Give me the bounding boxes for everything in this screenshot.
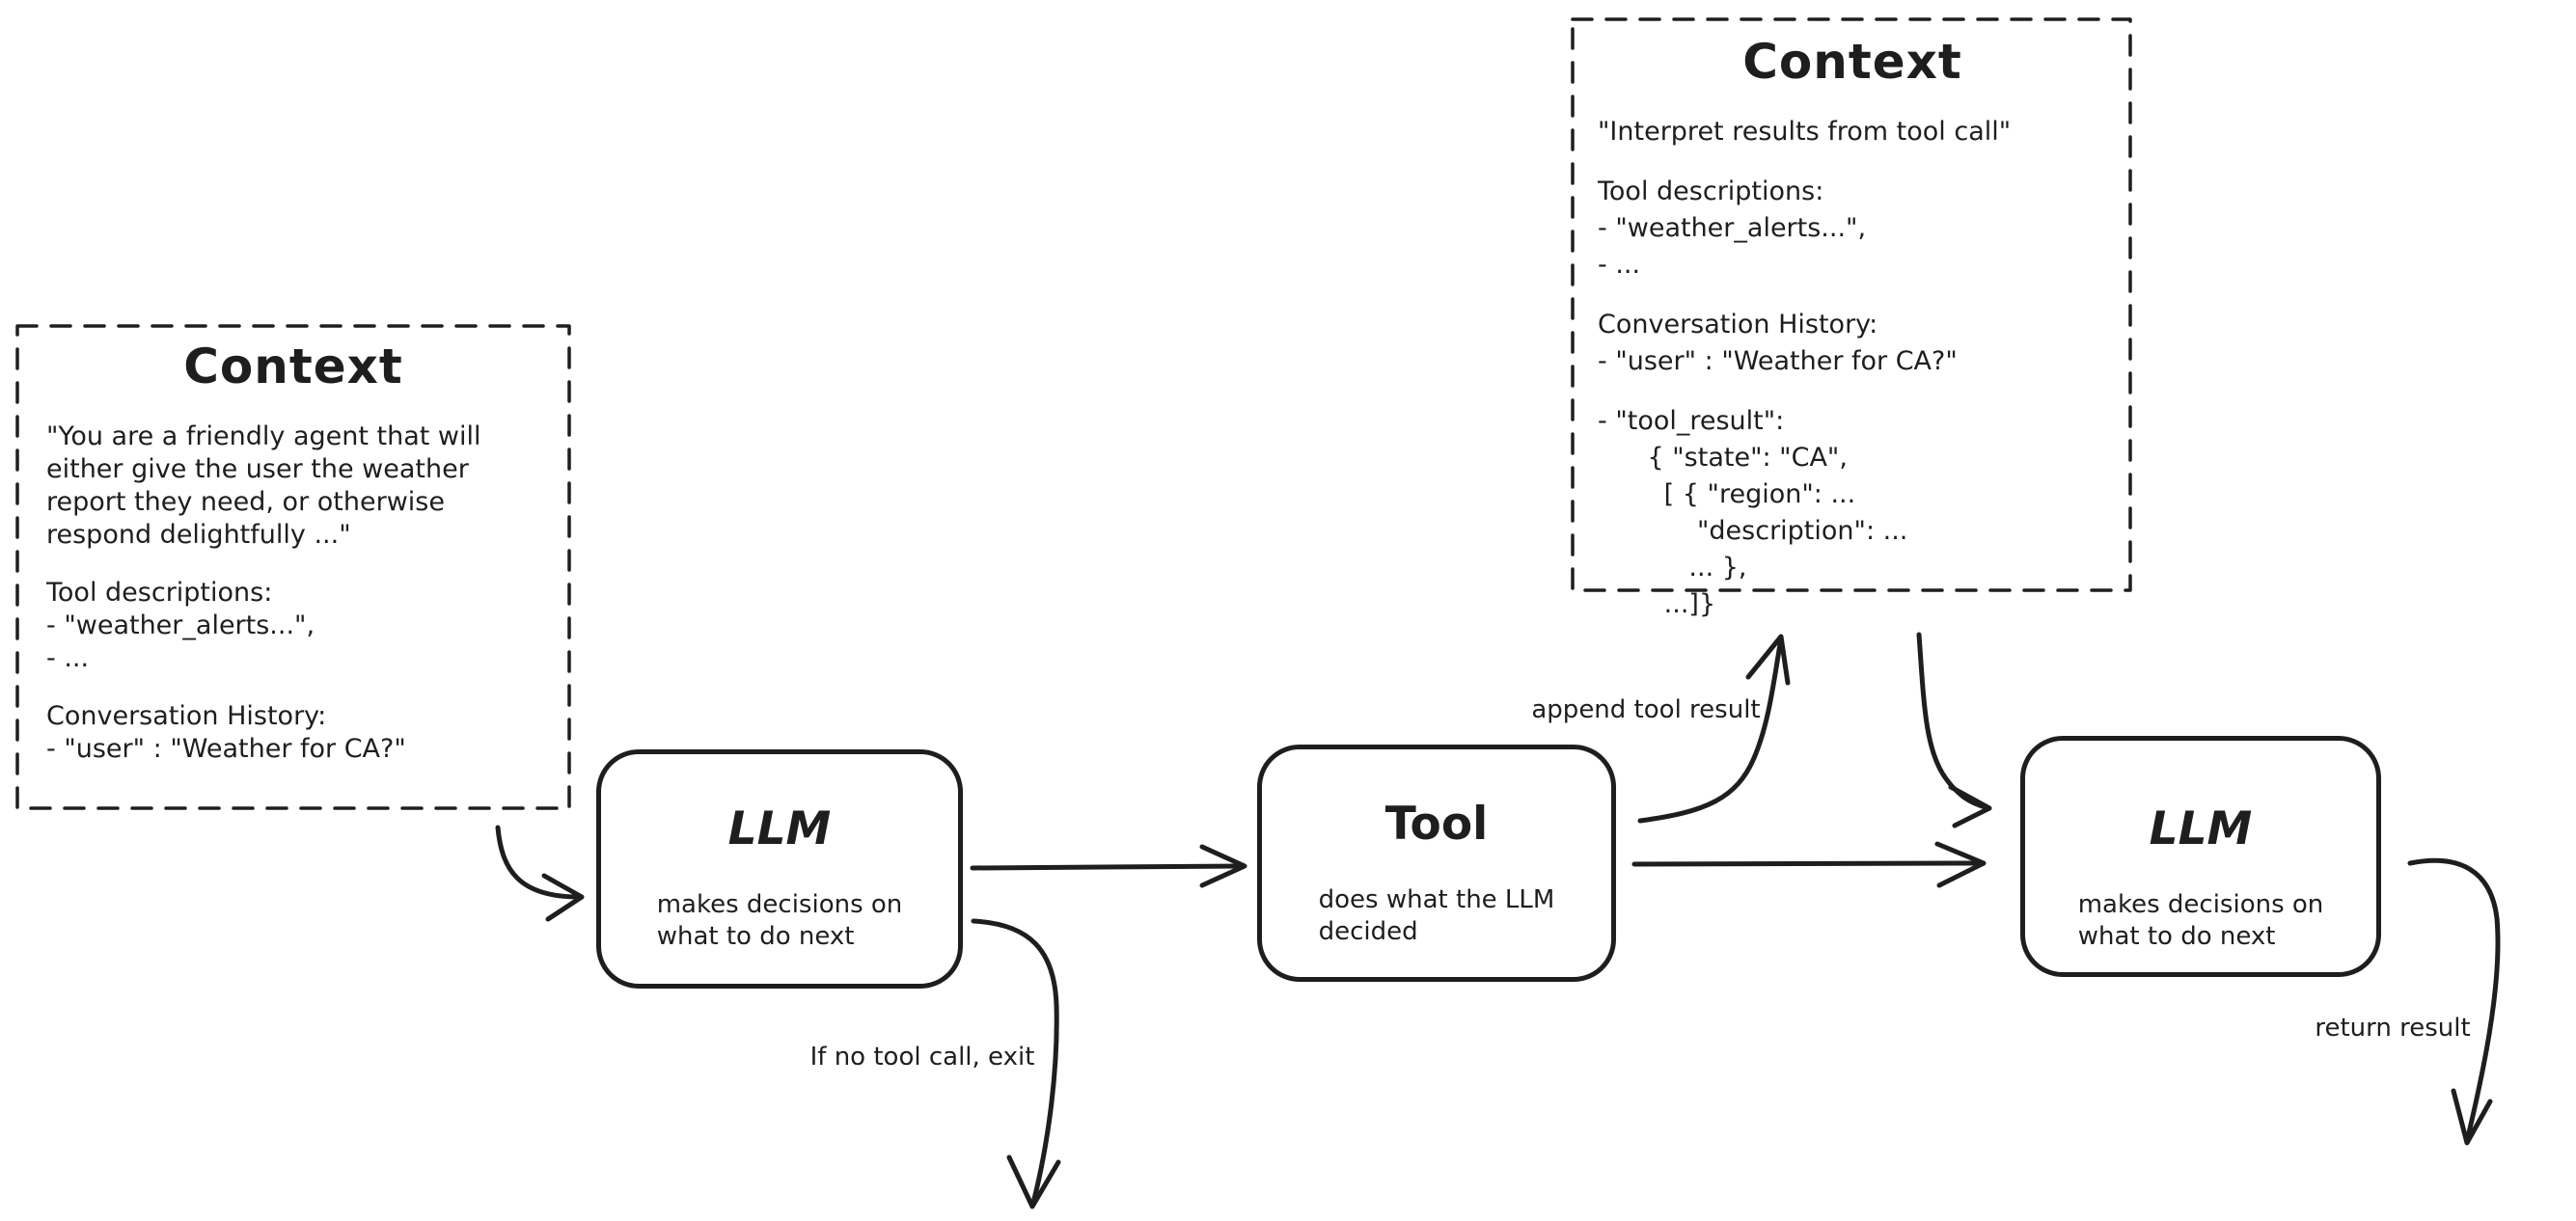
context-line: - "user" : "Weather for CA?": [46, 734, 406, 764]
edge-context-left-to-llm1: [495, 825, 582, 900]
context-line: "description": ...: [1598, 516, 1908, 546]
node-llm-2-subtitle: makes decisions on what to do next: [2078, 889, 2324, 953]
context-left-paragraph-system: "You are a friendly agent that will eith…: [46, 421, 540, 552]
context-right-title: Context: [1742, 34, 1962, 90]
context-line: - "weather_alerts...",: [46, 610, 315, 640]
context-line: ... },: [1598, 553, 1747, 583]
context-right-border: [1571, 17, 2132, 592]
context-line: - ...: [46, 643, 90, 673]
context-left-paragraph-history: Conversation History: - "user" : "Weathe…: [46, 700, 540, 766]
edge-label-if-no-tool-call-exit: If no tool call, exit: [809, 1043, 1035, 1072]
context-line: { "state": "CA",: [1598, 443, 1848, 473]
context-line: - "tool_result":: [1598, 406, 1785, 436]
node-llm-1-subtitle: makes decisions on what to do next: [657, 889, 903, 953]
node-llm-1-title: LLM: [727, 802, 832, 855]
node-llm-1: LLM makes decisions on what to do next: [596, 749, 963, 989]
node-subtitle-line: makes decisions on: [656, 890, 903, 919]
edge-tool-to-context-right: [1637, 641, 1783, 824]
context-line: Conversation History:: [1598, 310, 1878, 339]
context-left-body: "You are a friendly agent that will eith…: [46, 421, 540, 766]
context-right-paragraph-tools: Tool descriptions: - "weather_alerts..."…: [1598, 174, 2107, 284]
context-left-border: [15, 324, 571, 810]
context-line: ...]}: [1598, 589, 1716, 619]
arrowhead-context-left-to-llm1: [541, 873, 585, 922]
context-right-body: "Interpret results from tool call" Tool …: [1598, 114, 2107, 623]
context-line: report they need, or otherwise: [46, 487, 445, 517]
context-line: "Interpret results from tool call": [1598, 117, 2012, 147]
edge-tool-to-llm2: [1631, 860, 1983, 867]
edge-llm1-exit: [971, 918, 1059, 1206]
context-line: - "user" : "Weather for CA?": [1598, 346, 1958, 376]
context-box-left: Context "You are a friendly agent that w…: [17, 326, 569, 808]
edge-llm1-to-tool: [970, 863, 1244, 871]
context-line: either give the user the weather: [46, 454, 469, 484]
node-subtitle-line: does what the LLM: [1318, 885, 1555, 914]
context-left-title: Context: [183, 339, 403, 394]
arrowhead-tool-to-context-right: [1745, 634, 1791, 686]
context-right-paragraph-tool-result: - "tool_result": { "state": "CA", [ { "r…: [1598, 403, 2107, 623]
arrowhead-tool-to-llm2: [1934, 841, 1987, 888]
context-line: respond delightfully ...": [46, 520, 351, 550]
context-line: - ...: [1598, 250, 1641, 280]
edge-label-append-tool-result: append tool result: [1531, 695, 1761, 724]
context-line: - "weather_alerts...",: [1598, 213, 1867, 243]
context-box-right: Context "Interpret results from tool cal…: [1573, 19, 2130, 619]
context-line: Tool descriptions:: [1598, 176, 1824, 206]
edge-llm2-return: [2407, 857, 2501, 1144]
arrowhead-llm1-to-tool: [1199, 844, 1247, 888]
context-line: Conversation History:: [46, 701, 327, 731]
edge-label-return-result: return result: [2315, 1014, 2471, 1043]
node-tool: Tool does what the LLM decided: [1257, 745, 1616, 982]
arrowhead-context-right-to-llm2: [1948, 784, 1992, 828]
context-right-paragraph-history: Conversation History: - "user" : "Weathe…: [1598, 307, 2107, 380]
node-tool-subtitle: does what the LLM decided: [1319, 884, 1555, 948]
context-line: Tool descriptions:: [46, 578, 273, 608]
arrowhead-llm2-return: [2451, 1088, 2493, 1146]
arrowhead-llm1-exit: [1006, 1154, 1061, 1209]
context-line: "You are a friendly agent that will: [46, 421, 481, 451]
node-subtitle-line: makes decisions on: [2077, 890, 2324, 919]
context-left-paragraph-tools: Tool descriptions: - "weather_alerts..."…: [46, 577, 540, 675]
node-llm-2: LLM makes decisions on what to do next: [2020, 736, 2381, 977]
edge-context-right-to-llm2: [1916, 632, 1988, 810]
node-subtitle-line: decided: [1318, 917, 1418, 946]
node-subtitle-line: what to do next: [2077, 922, 2276, 951]
context-right-paragraph-system: "Interpret results from tool call": [1598, 114, 2107, 150]
node-llm-2-title: LLM: [2149, 802, 2253, 855]
node-tool-title: Tool: [1384, 798, 1489, 851]
context-line: [ { "region": ...: [1598, 479, 1856, 509]
node-subtitle-line: what to do next: [656, 922, 855, 951]
